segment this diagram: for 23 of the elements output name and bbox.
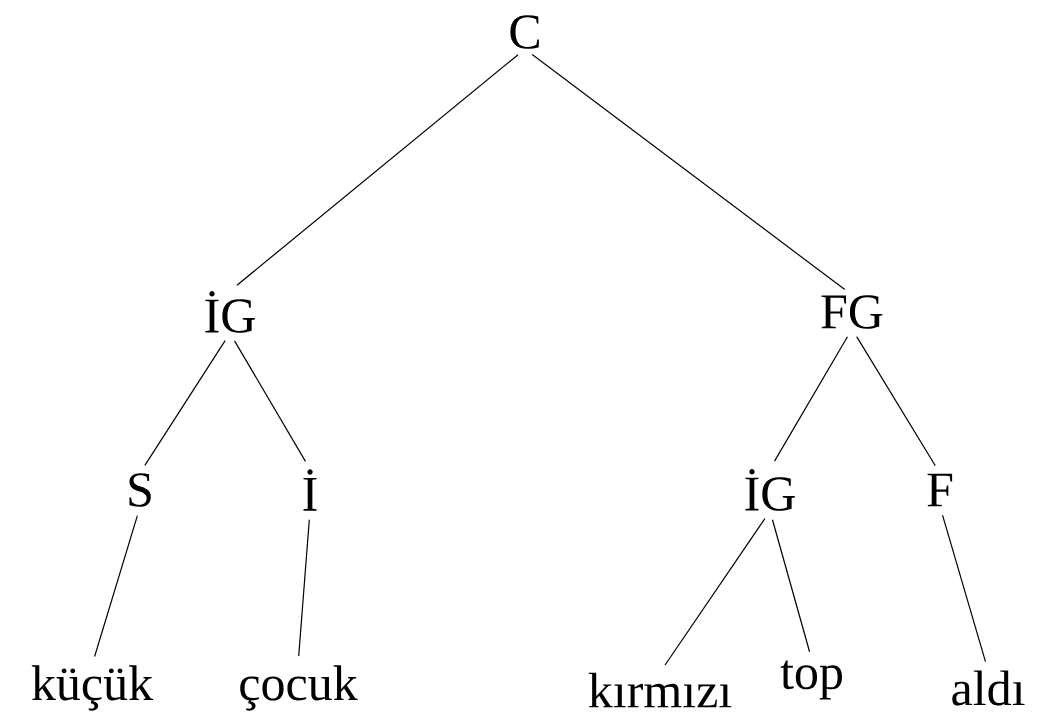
tree-branch [236,54,519,286]
tree-branch [773,336,849,462]
tree-branch [233,340,307,462]
tree-label: İ [303,469,317,511]
tree-branch [856,336,936,467]
tree-label: S [129,473,151,507]
tree-label: F [927,473,953,507]
tree-branch [531,53,846,291]
tree-label: küçük [31,665,154,711]
tree-branch [664,517,766,666]
tree-branch [771,519,811,653]
tree-branch [94,515,138,658]
tree-branch [298,519,310,657]
tree-label: kırmızı [588,672,732,708]
tree-label: aldı [952,670,1025,706]
tree-label: top [780,660,842,700]
tree-label: çocuk [240,665,358,711]
tree-label: İG [205,291,255,333]
tree-label: C [510,15,539,49]
tree-label: İG [745,469,795,511]
tree-branch [144,340,226,467]
tree-branch [941,514,987,663]
tree-label: FG [821,295,883,329]
